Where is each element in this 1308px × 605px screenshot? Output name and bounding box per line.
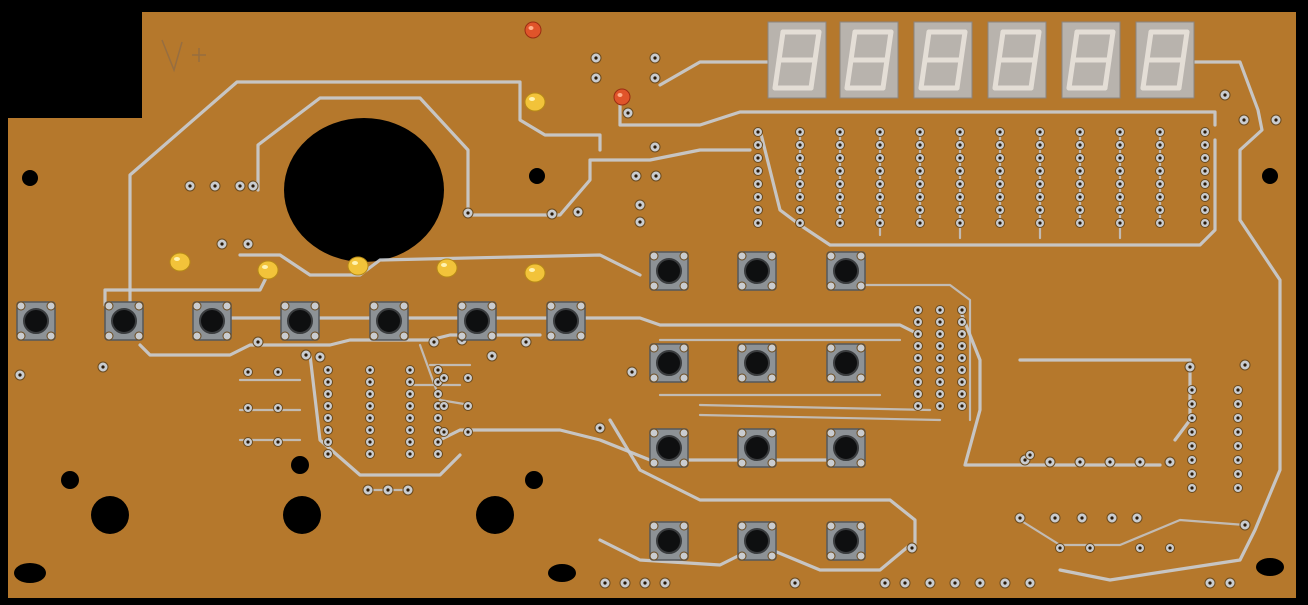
push-button [737,251,777,291]
tactile-push-buttons [16,251,866,561]
display-segment [1028,57,1038,91]
display-digit [767,21,827,99]
push-button [826,521,866,561]
display-digit [913,21,973,99]
display-segment [812,29,822,63]
push-button [649,521,689,561]
push-button [826,251,866,291]
marker-scribble [161,39,206,73]
push-button [546,301,586,341]
display-segment [958,29,968,63]
display-digit [1135,21,1195,99]
display-segment [884,29,894,63]
yellow-led [524,263,546,283]
display-segment [954,57,964,91]
display-segment [1066,57,1076,91]
display-digit [1061,21,1121,99]
display-segment [1102,57,1112,91]
yellow-led [169,252,191,272]
display-segment [776,29,786,63]
solder-pads [14,52,1282,589]
push-button [457,301,497,341]
display-segment [1140,57,1150,91]
red-led [524,21,542,39]
red-led [613,88,631,106]
display-segment [844,57,854,91]
display-segment [1070,29,1080,63]
push-button [737,343,777,383]
display-segment [772,57,782,91]
push-button [649,428,689,468]
display-segment [1176,57,1186,91]
display-segment [1144,29,1154,63]
display-segment [1180,29,1190,63]
push-button [280,301,320,341]
yellow-led [257,260,279,280]
push-button [104,301,144,341]
mounting-holes [14,168,1284,583]
push-button [649,343,689,383]
large-cutout-hole [284,118,444,262]
push-button [737,521,777,561]
display-segment [992,57,1002,91]
seven-segment-display [767,21,1195,99]
display-segment [808,57,818,91]
push-button [369,301,409,341]
push-button [826,428,866,468]
push-button [16,301,56,341]
display-digit [839,21,899,99]
yellow-led [436,258,458,278]
push-button [192,301,232,341]
display-digit [987,21,1047,99]
push-button [826,343,866,383]
led-indicators [169,21,631,283]
display-segment [848,29,858,63]
yellow-led [524,92,546,112]
display-segment [996,29,1006,63]
yellow-led [347,256,369,276]
display-segment [1106,29,1116,63]
display-segment [880,57,890,91]
push-button [649,251,689,291]
display-segment [918,57,928,91]
display-segment [922,29,932,63]
display-segment [1032,29,1042,63]
push-button [737,428,777,468]
